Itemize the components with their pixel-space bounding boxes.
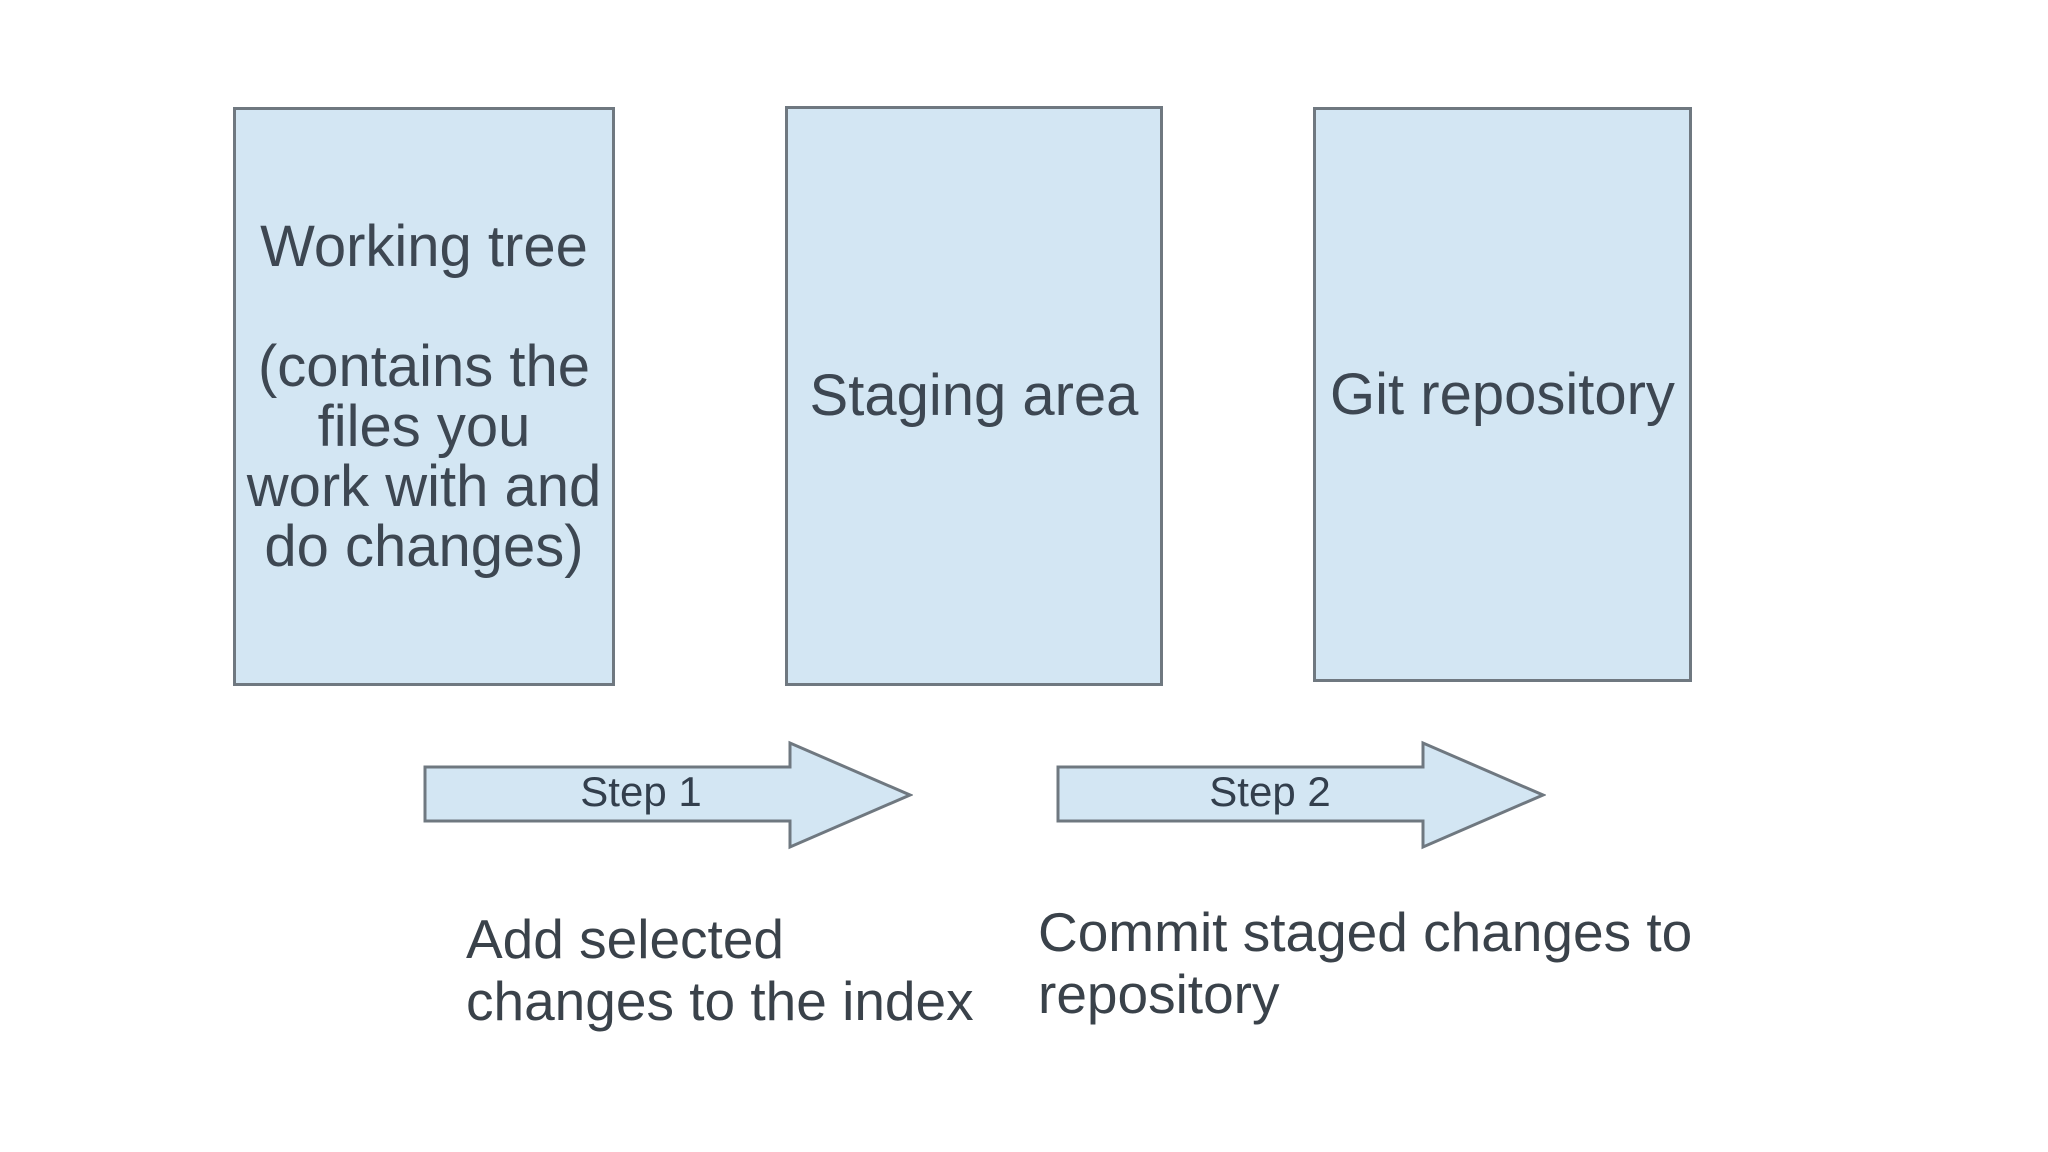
node-git-repository-label: Git repository: [1330, 361, 1675, 427]
step-1-label: Step 1: [580, 768, 702, 815]
step-2-arrow-icon: [1056, 740, 1546, 850]
step-1-caption: Add selected changes to the index: [466, 908, 974, 1032]
node-working-tree-label: Working tree (contains the files you wor…: [246, 213, 602, 579]
node-staging-area: Staging area: [785, 106, 1163, 686]
step-2-caption: Commit staged changes to repository: [1038, 901, 1693, 1025]
step-2-label: Step 2: [1209, 767, 1331, 815]
node-working-tree: Working tree (contains the files you wor…: [233, 107, 615, 686]
step-2-arrow-polygon: [1056, 740, 1546, 850]
node-git-repository: Git repository: [1313, 107, 1692, 682]
step-1-arrow-icon: [423, 740, 913, 850]
node-staging-area-label: Staging area: [809, 363, 1139, 428]
step-1-arrow-polygon: [423, 740, 913, 850]
